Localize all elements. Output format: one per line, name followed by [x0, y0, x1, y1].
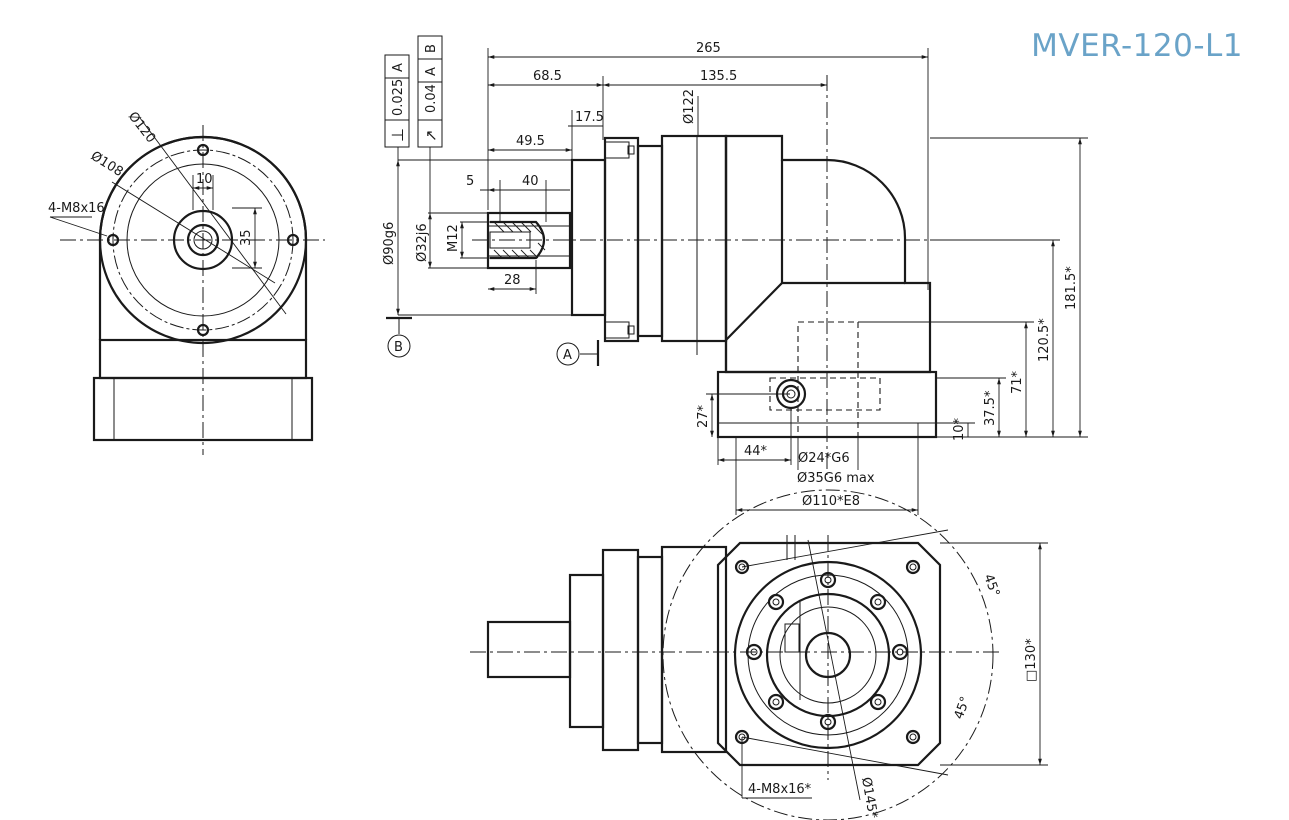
datum-b-label: B	[394, 340, 403, 355]
bottom-bolt-note: 4-M8x16*	[748, 782, 812, 797]
dim-shaft-offset: 5	[466, 174, 474, 189]
front-view-shaft	[486, 211, 572, 270]
dim-height-axis: 120.5*	[1037, 318, 1052, 362]
front-view: ⊥ 0.025 A ↗ 0.04 A B B A 265 68.5 135.5 …	[382, 35, 1088, 515]
side-key-height: 35	[239, 229, 254, 246]
tol-runout-value: 0.04	[424, 84, 439, 113]
dim-height-71: 71*	[1010, 370, 1025, 394]
dim-height-27: 27*	[696, 404, 711, 428]
dim-left-length: 68.5	[533, 69, 562, 84]
tol-perp-symbol: ⊥	[388, 128, 407, 142]
dim-bore-b: Ø35G6 max	[797, 471, 875, 486]
side-dia-108: Ø108	[88, 149, 126, 180]
dim-height-10: 10*	[952, 417, 967, 441]
tol-runout-datum-1: A	[424, 67, 439, 76]
side-view: 4-M8x16 Ø120 Ø108 10 35	[48, 109, 325, 455]
side-bolt-note: 4-M8x16	[48, 201, 105, 216]
tol-runout-datum-2: B	[424, 44, 439, 53]
bottom-pcd: Ø145*	[858, 776, 880, 820]
dim-bore-a: Ø24*G6	[798, 451, 850, 466]
dim-key-length: 40	[522, 174, 539, 189]
bottom-view-centerlines	[470, 529, 1000, 780]
bottom-view: 4-M8x16* 45° 45° □130* Ø145*	[470, 489, 1048, 820]
bottom-angle-1: 45°	[980, 572, 1002, 599]
bottom-square: □130*	[1024, 638, 1039, 682]
side-key-width: 10	[196, 172, 213, 187]
bottom-angle-2: 45°	[952, 695, 974, 722]
front-view-body	[660, 134, 932, 374]
dim-width-44: 44*	[744, 444, 768, 459]
datum-b-symbol	[386, 316, 412, 358]
dim-body-dia: Ø122	[682, 89, 697, 124]
dim-shaft-dia: Ø32j6	[415, 223, 430, 262]
dim-flange-thickness: 17.5	[575, 110, 604, 125]
tol-perp-datum: A	[391, 63, 406, 72]
bottom-view-shaft-and-flange	[486, 545, 728, 754]
datum-a-symbol	[556, 340, 600, 366]
dim-right-length: 135.5	[700, 69, 737, 84]
tol-runout-symbol: ↗	[422, 129, 440, 142]
side-dia-120: Ø120	[125, 109, 158, 146]
tolerance-frames	[384, 35, 443, 213]
side-view-centerlines	[60, 125, 325, 455]
bottom-view-dimensions	[741, 539, 1048, 801]
page-title: MVER-120-L1	[1031, 28, 1243, 64]
side-view-dimensions	[49, 117, 287, 315]
datum-a-label: A	[563, 348, 572, 363]
dim-height-total: 181.5*	[1064, 266, 1079, 310]
dim-pilot-dia: Ø90g6	[382, 222, 397, 265]
dim-key-pos: 28	[504, 273, 521, 288]
dim-overall-length: 265	[696, 41, 721, 56]
front-view-dimensions	[396, 48, 1088, 515]
tol-perp-value: 0.025	[391, 79, 406, 116]
dim-height-37: 37.5*	[983, 390, 998, 426]
dim-flange-pilot: Ø110*E8	[802, 494, 860, 509]
dim-shaft-length: 49.5	[516, 134, 545, 149]
dim-thread: M12	[446, 224, 461, 252]
